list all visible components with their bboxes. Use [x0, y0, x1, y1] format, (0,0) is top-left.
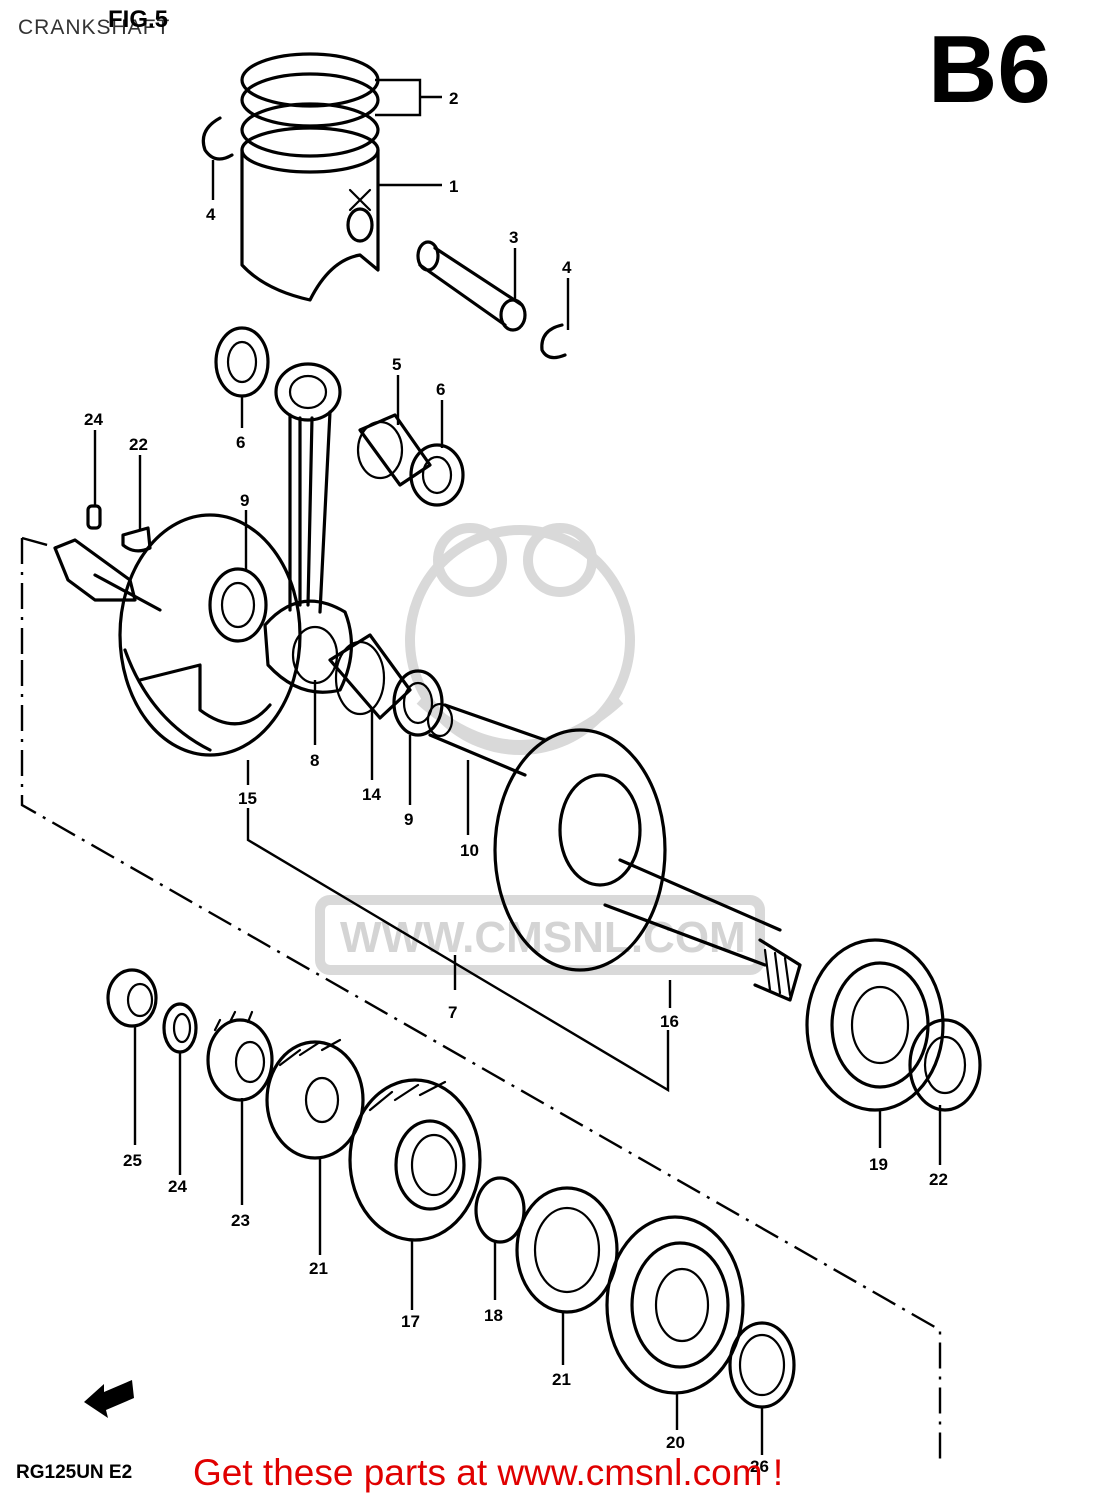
- part-label-12: 15: [238, 789, 257, 808]
- front-arrow-icon: [84, 1380, 134, 1418]
- part-label-9-lower: 9: [404, 810, 413, 829]
- thrust-washer-left: [214, 326, 270, 398]
- part-label-13: 16: [660, 1012, 679, 1031]
- part-label-10: 10: [460, 841, 479, 860]
- part-label-9-upper: 9: [240, 491, 249, 510]
- figure-label: FIG.5: [108, 6, 169, 33]
- model-code: RG125UN E2: [16, 1462, 133, 1483]
- part-label-23: 24: [84, 410, 103, 429]
- piston: [240, 52, 380, 302]
- part-label-3: 3: [509, 228, 518, 247]
- oil-seal-left: [515, 1186, 619, 1314]
- crank-washer-right: [392, 669, 444, 737]
- part-label-26: 26: [750, 1457, 769, 1476]
- nut: [106, 968, 158, 1028]
- part-label-17: 20: [666, 1433, 685, 1452]
- thrust-washer-right: [409, 443, 465, 507]
- circlip-left: [201, 116, 234, 161]
- group-outline: [20, 536, 942, 1465]
- oil-seal-right: [908, 1018, 982, 1112]
- part-label-4-left: 4: [206, 205, 216, 224]
- lock-washer: [162, 1002, 198, 1054]
- circlip-right: [540, 323, 567, 360]
- needle-bearing-large: [328, 633, 412, 720]
- part-label-24: 24: [168, 1177, 187, 1196]
- part-labels: 2 1 4 3 4 5 6 6 24 22 9 8 15 14 9 10 7 1…: [84, 89, 948, 1476]
- woodruff-key: [121, 526, 152, 553]
- watermark-logo: WWW.CMSNL.COM: [315, 523, 765, 975]
- part-label-16: 19: [869, 1155, 888, 1174]
- crank-half-left: [53, 513, 302, 757]
- part-label-20: 21: [309, 1259, 328, 1278]
- dowel-pin: [86, 504, 102, 530]
- needle-bearing-small: [356, 413, 432, 487]
- leader-lines: [93, 78, 942, 1455]
- part-label-15: 18: [484, 1306, 503, 1325]
- part-label-1: 1: [449, 177, 458, 196]
- cta-link[interactable]: Get these parts at www.cmsnl.com !: [193, 1452, 784, 1493]
- part-label-4-right: 4: [562, 258, 572, 277]
- page-title: CRANKSHAFT: [18, 16, 171, 39]
- part-label-6-right: 6: [436, 380, 445, 399]
- part-label-2: 2: [449, 89, 458, 108]
- drive-gear-small: [206, 1010, 274, 1102]
- piston-pin: [416, 240, 527, 332]
- part-label-22: 23: [231, 1211, 250, 1230]
- pump-drive-gear: [348, 1078, 482, 1242]
- part-label-25: 25: [123, 1151, 142, 1170]
- section-code: B6: [928, 16, 1051, 123]
- part-label-19: 22: [929, 1170, 948, 1189]
- part-label-14: 17: [401, 1312, 420, 1331]
- part-label-21: 22: [129, 435, 148, 454]
- part-label-8: 8: [310, 751, 319, 770]
- part-label-6-left: 6: [236, 433, 245, 452]
- connecting-rod: [263, 362, 353, 694]
- part-label-5: 5: [392, 355, 401, 374]
- circlip-15: [474, 1176, 526, 1244]
- part-label-7: 7: [448, 1003, 457, 1022]
- main-bearing-left: [605, 1215, 745, 1395]
- crank-pin: [426, 702, 547, 777]
- part-label-18: 21: [552, 1370, 571, 1389]
- primary-drive-gear: [265, 1038, 365, 1160]
- part-label-11: 14: [362, 785, 381, 804]
- watermark-text: WWW.CMSNL.COM: [340, 913, 746, 962]
- shim: [728, 1321, 796, 1409]
- main-bearing-right: [805, 938, 945, 1112]
- crank-half-right: [493, 728, 802, 1002]
